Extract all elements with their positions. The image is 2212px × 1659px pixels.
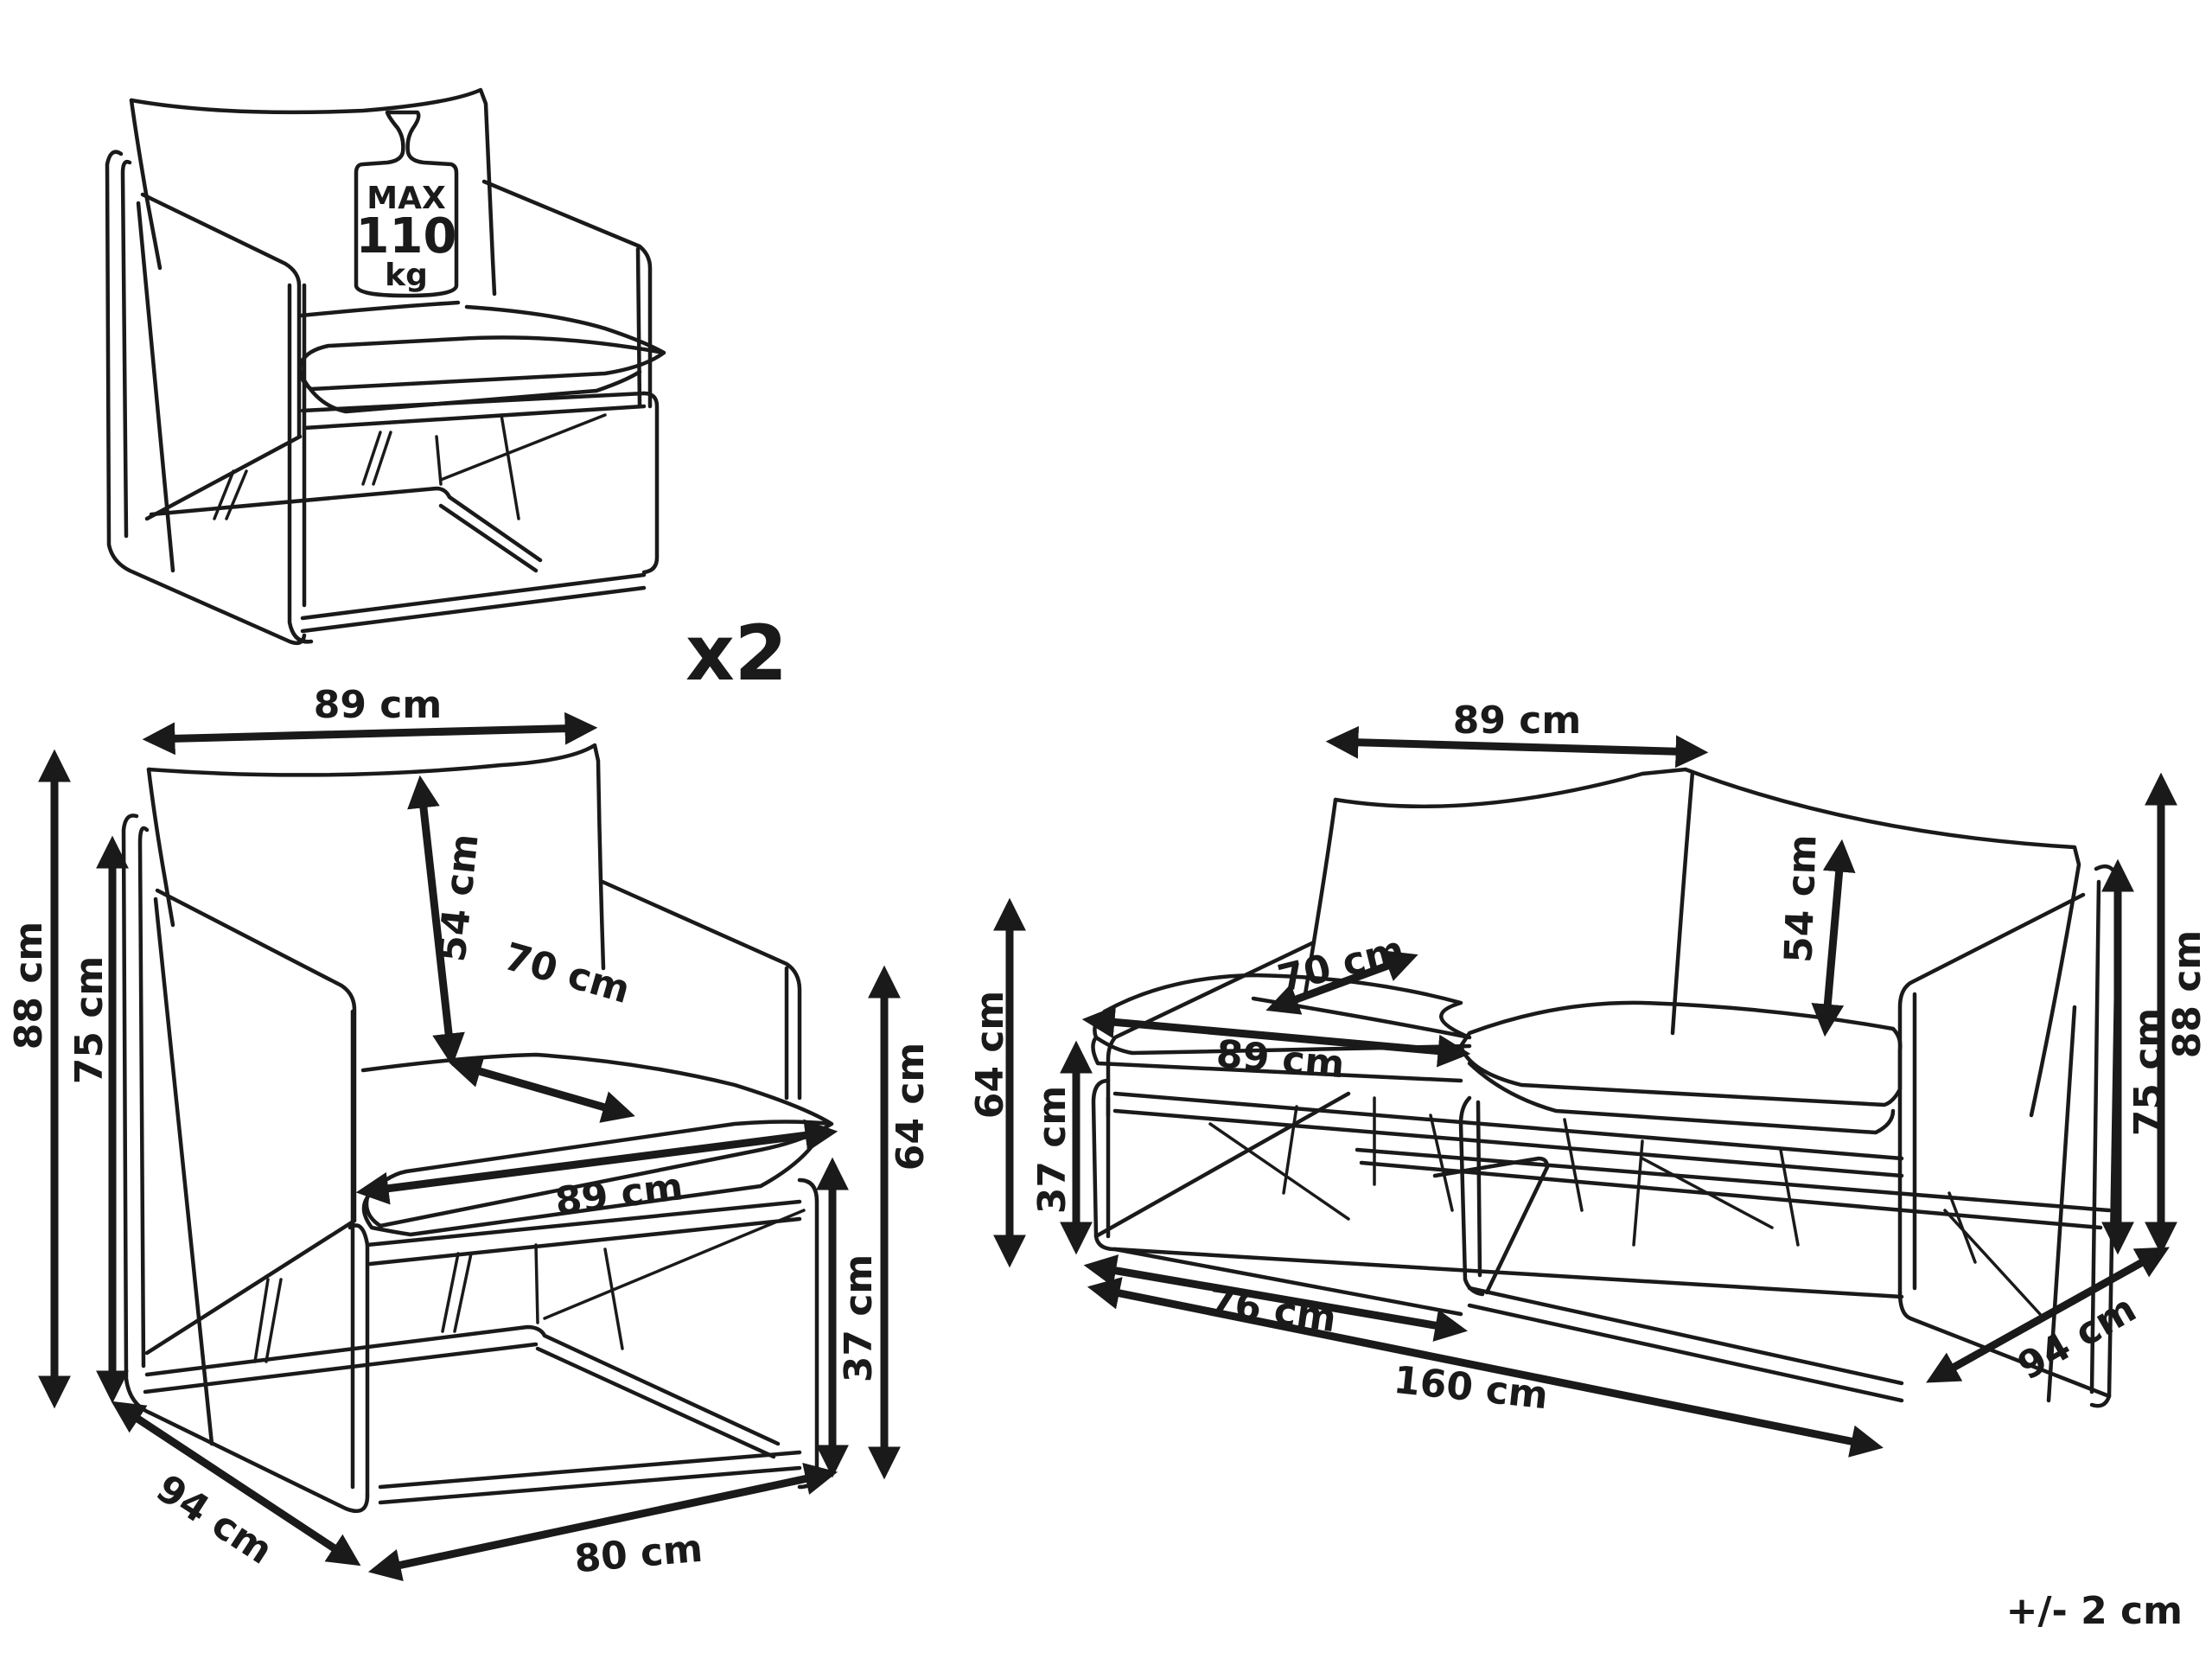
sofa-cushion-top-height-label: 64 cm (968, 991, 1012, 1119)
armchair-load-illustration (105, 87, 666, 646)
armchair-backrest-width-label: 89 cm (314, 683, 442, 727)
armchair-total-height-label: 88 cm (7, 922, 51, 1050)
sofa-total-width-label: 160 cm (1392, 1358, 1550, 1418)
sofa-drawing (1091, 767, 2120, 1408)
max-load-value: 110 (356, 208, 457, 265)
sofa-dimensions: 89 cm 54 cm 70 cm 89 cm 64 cm 37 cm 76 c… (968, 699, 2209, 1458)
armchair-seat-height-label: 37 cm (837, 1254, 881, 1382)
armchair-dimensions: 89 cm 88 cm 75 cm 54 cm 70 cm 89 cm 37 c… (7, 683, 933, 1581)
armchair-backrest-height-label: 54 cm (430, 832, 487, 964)
armchair-depth-label: 94 cm (149, 1466, 280, 1573)
armchair-seat-depth-label: 70 cm (500, 935, 635, 1012)
sofa-total-height-label: 88 cm (2165, 930, 2209, 1058)
max-load-weight-icon: MAX 110 kg (354, 110, 459, 298)
max-load-unit: kg (385, 258, 428, 293)
sofa-seat-height-label: 37 cm (1030, 1086, 1074, 1214)
armchair-armrest-height-label: 75 cm (67, 956, 112, 1084)
sofa-backrest-height-label: 54 cm (1776, 833, 1825, 963)
sofa-seat-depth-label: 70 cm (1273, 928, 1408, 1001)
tolerance-note: +/- 2 cm (2006, 1589, 2183, 1633)
armchair-cushion-top-height-label: 64 cm (889, 1043, 933, 1171)
max-load-label: MAX (367, 181, 446, 216)
quantity-label: x2 (685, 609, 787, 698)
sofa-backrest-width-label: 89 cm (1453, 699, 1581, 743)
armchair-width-label: 80 cm (573, 1527, 704, 1582)
